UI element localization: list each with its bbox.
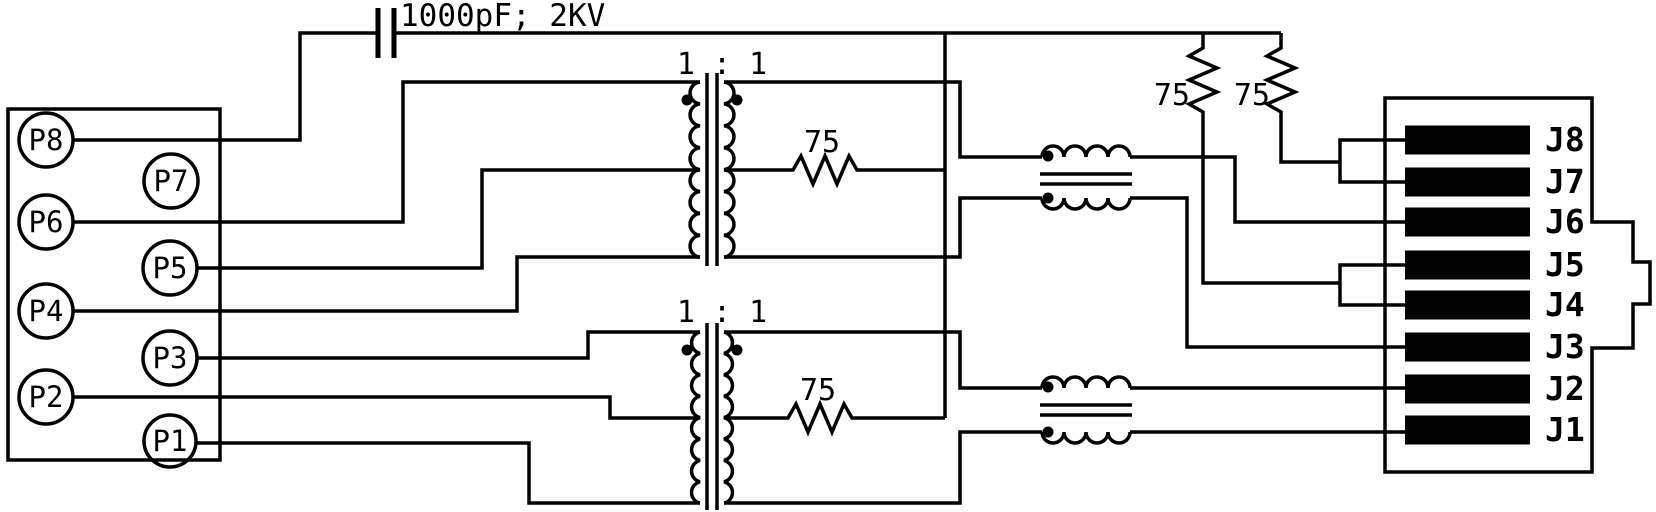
jack-j2-contact: [1405, 374, 1530, 404]
wire-t2-secondary-top-to-choke: [724, 330, 1042, 390]
wire-fork-j8-j7: [1338, 138, 1405, 184]
choke-l2: [1040, 375, 1132, 445]
pin-p5: P5: [141, 239, 199, 297]
right-connector: J8 J7 J6 J5 J4 J3 J2 J1: [1383, 96, 1652, 474]
wire-t1-secondary-bottom-to-choke: [724, 196, 1042, 259]
pin-p6: P6: [17, 193, 75, 251]
t1-primary-winding: [688, 80, 701, 259]
jack-j8-label: J8: [1545, 120, 1585, 159]
jack-j3-contact: [1405, 332, 1530, 362]
t2-secondary-phase-dot: [731, 344, 743, 356]
wire-p1-to-t2-primary-bottom: [195, 441, 700, 505]
t1-secondary-phase-dot: [731, 94, 743, 106]
choke-l1: [1040, 144, 1132, 211]
jack-j5-contact: [1405, 250, 1530, 280]
l2-bottom-winding: [1040, 431, 1132, 445]
pin-p2: P2: [17, 368, 75, 426]
jack-j6-contact: [1405, 207, 1530, 237]
wire-p2-to-t2-primary-tap: [73, 395, 700, 420]
right-connector-outline: [1383, 96, 1652, 474]
l1-bottom-phase-dot: [1042, 192, 1054, 204]
capacitor-label: 1000pF; 2KV: [400, 0, 605, 34]
jack-j1-label: J1: [1545, 410, 1585, 449]
resistor-r4-label: 75: [1234, 78, 1270, 113]
capacitor: 1000pF; 2KV: [375, 0, 605, 58]
jack-j7-label: J7: [1545, 162, 1585, 201]
pin-label: P7: [154, 164, 189, 198]
l1-top-winding: [1040, 144, 1132, 158]
l2-top-phase-dot: [1042, 381, 1054, 393]
jack-j2-label: J2: [1545, 369, 1585, 408]
resistor-r3: 75: [1154, 33, 1340, 285]
pin-label: P5: [153, 251, 188, 285]
wire-p6-to-t1-primary-top: [73, 80, 700, 224]
wire-fork-j5-j4: [1338, 263, 1405, 307]
pin-p7: P7: [142, 152, 200, 210]
resistor-r1: 75: [724, 125, 945, 189]
jack-j1-contact: [1405, 415, 1530, 445]
l1-bottom-winding: [1040, 197, 1132, 211]
pin-label: P4: [29, 294, 64, 328]
pin-label: P2: [29, 380, 64, 414]
pin-p4: P4: [17, 282, 75, 340]
wire-l1-top-to-j6: [1130, 155, 1405, 224]
transformer-t2: 1 : 1: [677, 295, 767, 510]
wire-p5-to-t1-primary-tap: [197, 168, 700, 270]
t2-primary-winding: [689, 330, 701, 505]
l2-top-winding: [1040, 375, 1132, 389]
resistor-r4-body: [1262, 33, 1340, 164]
wire-t1-secondary-top-to-choke: [724, 80, 1042, 159]
pin-label: P6: [29, 205, 64, 239]
resistor-r3-label: 75: [1154, 78, 1190, 113]
wire-t2-secondary-bottom-to-choke: [724, 430, 1042, 505]
pin-p8: P8: [17, 111, 75, 169]
pin-label: P1: [153, 424, 188, 458]
wire-l1-bottom-to-j3: [1130, 196, 1405, 349]
resistor-r2: 75: [724, 373, 945, 437]
t1-ratio-label: 1 : 1: [677, 47, 767, 82]
resistor-r2-label: 75: [800, 373, 836, 408]
jack-j3-label: J3: [1545, 327, 1585, 366]
resistor-r1-body: [724, 151, 945, 189]
t2-ratio-label: 1 : 1: [677, 295, 767, 330]
jack-j8-contact: [1405, 125, 1530, 155]
jack-j5-label: J5: [1545, 245, 1585, 284]
resistor-r2-body: [724, 399, 945, 437]
pin-p3: P3: [141, 329, 199, 387]
jack-j7-contact: [1405, 167, 1530, 197]
wire-p8-to-capacitor: [73, 31, 378, 142]
jack-j6-label: J6: [1545, 202, 1585, 241]
pin-label: P8: [29, 123, 64, 157]
t1-primary-phase-dot: [681, 94, 693, 106]
jack-j4-contact: [1405, 290, 1530, 320]
pin-circle: [142, 152, 200, 210]
wire-p4-to-t1-primary-bottom: [73, 255, 700, 313]
pin-label: P3: [153, 341, 188, 375]
transformer-t1: 1 : 1: [677, 47, 767, 266]
l1-top-phase-dot: [1042, 150, 1054, 162]
jack-j4-label: J4: [1545, 285, 1585, 324]
resistor-r4: 75: [1234, 33, 1340, 164]
t2-primary-phase-dot: [681, 344, 693, 356]
wire-p3-to-t2-primary-top: [197, 330, 700, 360]
resistor-r3-body: [1184, 33, 1340, 285]
resistor-r1-label: 75: [804, 125, 840, 160]
l2-bottom-phase-dot: [1042, 426, 1054, 438]
left-connector-outline: [6, 107, 222, 462]
